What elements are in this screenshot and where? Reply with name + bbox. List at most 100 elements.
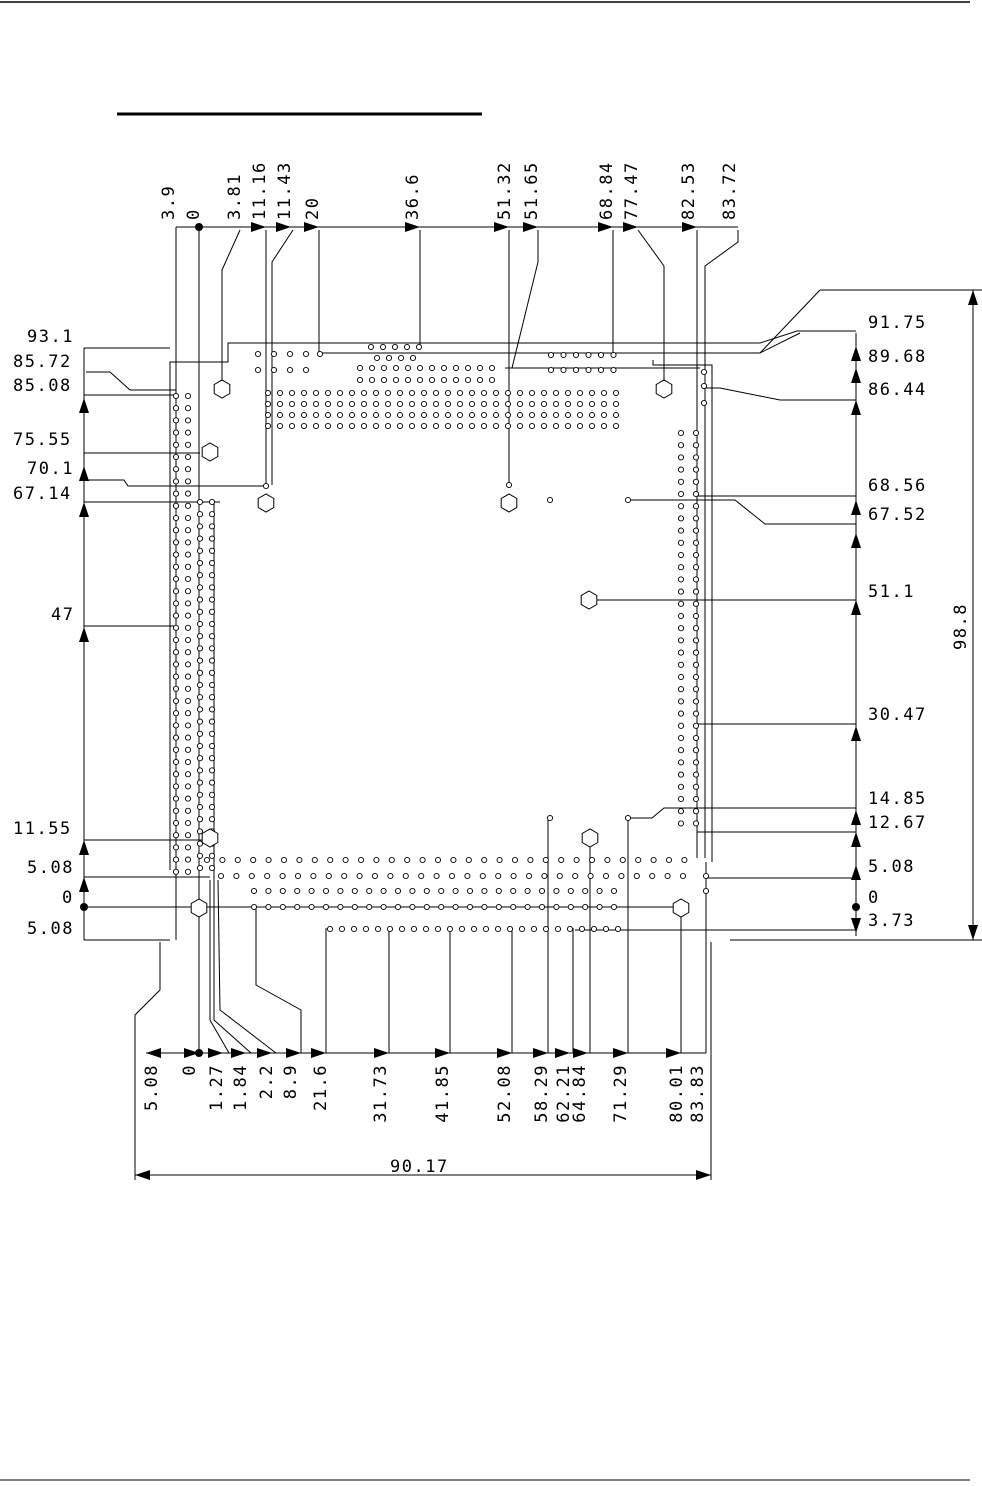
arrow-up bbox=[851, 500, 861, 515]
pin-hole bbox=[265, 401, 270, 406]
pin-hole bbox=[197, 853, 202, 858]
pin-hole bbox=[185, 613, 190, 618]
pin-hole bbox=[218, 873, 223, 878]
pin-hole bbox=[361, 390, 366, 395]
pin-hole bbox=[465, 365, 470, 370]
pin-hole bbox=[678, 443, 683, 448]
pin-hole bbox=[693, 613, 698, 618]
arrow-up bbox=[79, 877, 89, 892]
pin-hole bbox=[301, 412, 306, 417]
pin-hole bbox=[525, 904, 530, 909]
pin-hole bbox=[185, 454, 190, 459]
pin-hole bbox=[678, 711, 683, 716]
pin-hole bbox=[173, 747, 178, 752]
pin-hole bbox=[209, 670, 214, 675]
pin-hole bbox=[209, 621, 214, 626]
pin-hole bbox=[481, 412, 486, 417]
pin-hole bbox=[197, 804, 202, 809]
pin-hole bbox=[266, 857, 271, 862]
pin-hole bbox=[173, 601, 178, 606]
pin-hole bbox=[417, 377, 422, 382]
pin-hole bbox=[317, 351, 322, 356]
right-dim-label: 12.67 bbox=[868, 813, 927, 833]
mounting-hole bbox=[202, 829, 218, 847]
pin-hole bbox=[209, 536, 214, 541]
pin-hole bbox=[489, 377, 494, 382]
mounting-hole bbox=[191, 899, 207, 917]
bottom-dim-label: 5.08 bbox=[142, 1064, 162, 1111]
pin-hole bbox=[507, 926, 512, 931]
mounting-hole bbox=[582, 829, 598, 847]
right-dim-label: 3.73 bbox=[868, 911, 915, 931]
pin-hole bbox=[197, 743, 202, 748]
pin-hole bbox=[380, 344, 385, 349]
pin-hole bbox=[173, 698, 178, 703]
pin-hole bbox=[301, 401, 306, 406]
pin-hole bbox=[678, 516, 683, 521]
bottom-dim-label: 64.84 bbox=[570, 1064, 590, 1123]
arrow-right bbox=[623, 222, 638, 232]
pin-hole bbox=[185, 393, 190, 398]
pin-hole bbox=[173, 576, 178, 581]
pin-hole bbox=[505, 412, 510, 417]
pin-hole bbox=[173, 442, 178, 447]
pin-hole bbox=[678, 650, 683, 655]
bottom-dim-label: 71.29 bbox=[611, 1064, 631, 1123]
pin-hole bbox=[597, 904, 602, 909]
pin-hole bbox=[526, 873, 531, 878]
pin-hole bbox=[541, 390, 546, 395]
pin-hole bbox=[209, 731, 214, 736]
pin-hole bbox=[678, 577, 683, 582]
pin-hole bbox=[603, 926, 608, 931]
pin-hole bbox=[693, 455, 698, 460]
pin-hole bbox=[337, 401, 342, 406]
pin-hole bbox=[209, 707, 214, 712]
pin-hole bbox=[197, 560, 202, 565]
pin-hole bbox=[313, 390, 318, 395]
pin-hole bbox=[357, 365, 362, 370]
pin-hole bbox=[565, 390, 570, 395]
pin-hole bbox=[209, 865, 214, 870]
overall-height-label: 98.8 bbox=[951, 603, 971, 650]
pin-hole bbox=[678, 455, 683, 460]
pin-hole bbox=[481, 390, 486, 395]
pin-hole bbox=[469, 401, 474, 406]
pin-hole bbox=[541, 423, 546, 428]
pin-hole bbox=[441, 365, 446, 370]
pin-hole bbox=[197, 719, 202, 724]
pin-hole bbox=[255, 351, 260, 356]
top-dim-label: 0 bbox=[184, 208, 204, 220]
pin-hole bbox=[271, 367, 276, 372]
pin-hole bbox=[173, 833, 178, 838]
arrow-up bbox=[851, 600, 861, 615]
pin-hole bbox=[173, 528, 178, 533]
pin-hole bbox=[489, 365, 494, 370]
arrow-right bbox=[405, 222, 420, 232]
right-dim-label: 91.75 bbox=[868, 313, 927, 333]
pin-hole bbox=[173, 540, 178, 545]
pin-hole bbox=[173, 393, 178, 398]
pin-hole bbox=[471, 926, 476, 931]
pin-hole bbox=[693, 601, 698, 606]
pin-hole bbox=[209, 512, 214, 517]
pin-hole bbox=[410, 888, 415, 893]
pin-hole bbox=[395, 888, 400, 893]
pin-hole bbox=[409, 390, 414, 395]
pin-hole bbox=[457, 423, 462, 428]
pin-hole bbox=[197, 499, 202, 504]
left-dim-label: 5.08 bbox=[27, 858, 74, 878]
pin-hole bbox=[309, 888, 314, 893]
pin-hole bbox=[385, 401, 390, 406]
pin-hole bbox=[325, 390, 330, 395]
pin-hole bbox=[311, 873, 316, 878]
pin-hole bbox=[678, 467, 683, 472]
pin-hole bbox=[387, 926, 392, 931]
pin-hole bbox=[416, 344, 421, 349]
pin-hole bbox=[701, 369, 706, 374]
pin-hole bbox=[579, 926, 584, 931]
pin-hole bbox=[598, 352, 603, 357]
pin-hole bbox=[453, 904, 458, 909]
pin-hole bbox=[517, 423, 522, 428]
pin-hole bbox=[209, 804, 214, 809]
